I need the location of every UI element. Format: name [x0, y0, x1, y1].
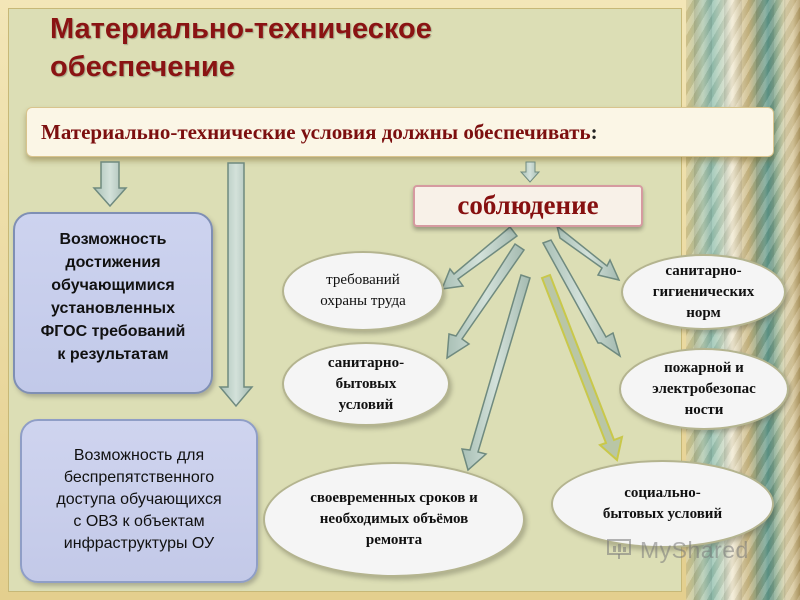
banner-colon: :	[590, 120, 598, 144]
arrow-to-repair	[460, 274, 531, 472]
achievement-line: установленных	[51, 300, 175, 317]
banner-label: Материально-технические условия должны о…	[41, 120, 591, 144]
oval-fire-electrical: пожарной и электробезопас ности	[619, 348, 789, 430]
observance-label: соблюдение	[457, 190, 599, 220]
achievement-line: к результатам	[57, 346, 169, 363]
accessibility-line: инфраструктуры ОУ	[63, 535, 215, 552]
oval-repair-terms: своевременных сроков и необходимых объём…	[263, 462, 525, 577]
arrow-to-fire-safety	[541, 239, 622, 358]
oval-line: бытовых условий	[602, 506, 723, 522]
title-line-2: обеспечение	[50, 51, 235, 83]
oval-line: социально-	[624, 485, 701, 501]
watermark: MyShared	[640, 537, 749, 563]
achievement-box: Возможность достижения обучающимися уста…	[13, 212, 213, 394]
observance-box: соблюдение	[413, 185, 643, 227]
achievement-line: обучающимися	[51, 277, 175, 294]
accessibility-text: Возможность для беспрепятственного досту…	[22, 445, 256, 555]
oval-line: гигиенических	[652, 283, 755, 300]
oval-line: санитарно-	[665, 262, 742, 279]
banner-text: Материально-технические условия должны о…	[41, 120, 598, 145]
oval-line: ремонта	[365, 532, 423, 548]
accessibility-line: Возможность для	[73, 447, 205, 464]
oval-line: норм	[686, 304, 721, 321]
arrow-to-hygiene	[555, 224, 621, 282]
accessibility-line: беспрепятственного	[63, 469, 215, 486]
accessibility-box: Возможность для беспрепятственного досту…	[20, 419, 258, 583]
oval-sanitary-hygiene: санитарно- гигиенических норм	[621, 254, 786, 330]
oval-line: ности	[684, 401, 724, 418]
accessibility-line: доступа обучающихся	[56, 491, 222, 508]
presentation-icon	[607, 539, 631, 559]
oval-line: бытовых	[335, 375, 397, 392]
oval-line: условий	[338, 396, 394, 413]
achievement-line: Возможность	[59, 231, 167, 248]
oval-line: санитарно-	[327, 354, 405, 371]
oval-line: пожарной и	[664, 359, 744, 376]
slide-title: Материально-техническое обеспечение	[50, 10, 650, 86]
oval-social-living: социально- бытовых условий	[551, 460, 774, 548]
oval-sanitary-living: санитарно- бытовых условий	[282, 342, 450, 426]
title-line-1: Материально-техническое	[50, 13, 432, 45]
achievement-line: достижения	[65, 254, 161, 271]
oval-line: своевременных сроков и	[310, 490, 478, 506]
arrow-to-sanitary-living	[446, 242, 526, 360]
oval-line: необходимых объёмов	[319, 511, 469, 527]
arrow-to-social	[540, 273, 624, 462]
down-arrow-observe	[519, 161, 541, 183]
down-arrow-long	[218, 162, 254, 408]
achievement-text: Возможность достижения обучающимися уста…	[15, 228, 211, 366]
achievement-line: ФГОС требований	[40, 323, 186, 340]
oval-labor-safety: требований охраны труда	[282, 251, 444, 331]
accessibility-line: с ОВЗ к объектам	[73, 513, 205, 530]
oval-line: охраны труда	[320, 293, 406, 309]
oval-line: требований	[326, 272, 400, 288]
conditions-banner: Материально-технические условия должны о…	[26, 107, 774, 157]
oval-line: электробезопас	[652, 380, 756, 397]
arrow-to-labor-safety	[440, 225, 519, 290]
down-arrow-left	[92, 161, 128, 208]
